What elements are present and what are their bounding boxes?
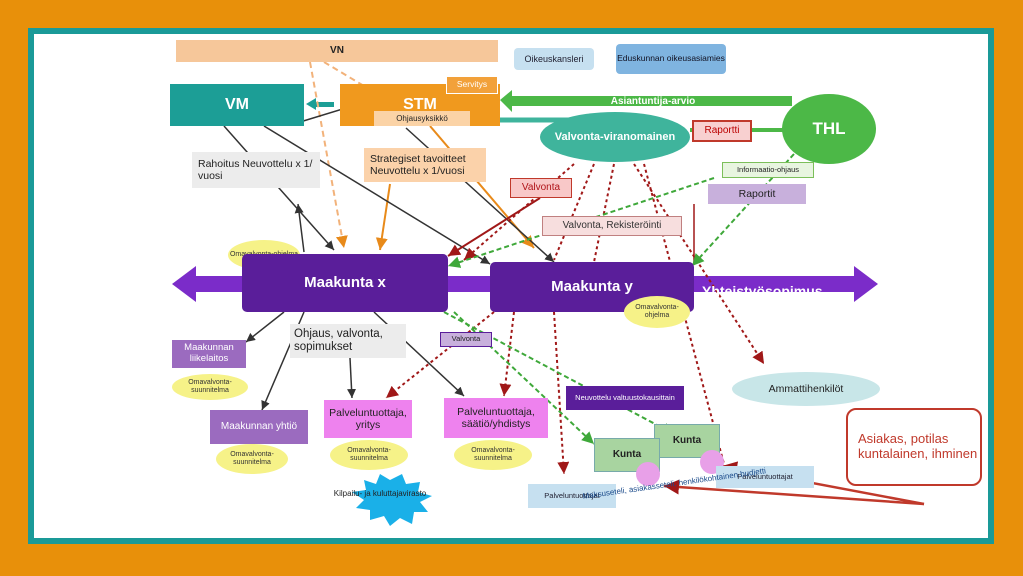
eduskunnan-oikeusasiamies-box: Eduskunnan oikeusasiamies — [616, 44, 726, 74]
maakunnan-liikelaitos-box: Maakunnan liikelaitos — [172, 340, 246, 368]
kunta-box-back: Kunta — [654, 424, 720, 458]
maakunnan-yhtio-box: Maakunnan yhtiö — [210, 410, 308, 444]
kunta-box-front: Kunta — [594, 438, 660, 472]
palveluntuottaja-yritys-box: Palveluntuottaja, yritys — [324, 400, 412, 438]
smiley-icon — [636, 462, 660, 486]
omavalvonta-suunnitelma-saatio: Omavalvonta-suunnitelma — [454, 440, 532, 470]
ammattihenkilot-box: Ammattihenkilöt — [732, 372, 880, 406]
palveluntuottaja-saatio-box: Palveluntuottaja, säätiö/yhdistys — [444, 398, 548, 438]
asiantuntija-label: Asiantuntija-arvio — [610, 96, 696, 108]
palveluntuottajat-box-left: Palveluntuottajat — [528, 484, 616, 508]
strategiset-tavoitteet-box: Strategiset tavoitteet Neuvottelu x 1/vu… — [364, 148, 486, 182]
kilpailu-kuluttajavirasto-label: Kilpailu- ja kuluttajavirasto — [333, 489, 427, 499]
palveluntuottajat-box-right: Palveluntuottajat — [716, 466, 814, 488]
informaatio-ohjaus-box: Informaatio-ohjaus — [722, 162, 814, 178]
vm-stm-arrow — [306, 98, 334, 110]
vn-box: VN — [176, 40, 498, 62]
servitys-box: Servitys — [446, 76, 498, 94]
valvonta-box: Valvonta — [510, 178, 572, 198]
maakunta-x-box: Maakunta x — [242, 254, 448, 312]
ohjausyksikko-box: Ohjausyksikkö — [374, 111, 470, 126]
vm-box: VM — [170, 84, 304, 126]
raportti-box: Raportti — [692, 120, 752, 142]
valvonta-rekisterointi-box: Valvonta, Rekisteröinti — [542, 216, 682, 236]
yhteistyosopimus-label: Yhteistyösopimus — [702, 282, 823, 299]
thl-box: THL — [782, 94, 876, 164]
oikeuskansleri-box: Oikeuskansleri — [514, 48, 594, 70]
rahoitus-box: Rahoitus Neuvottelu x 1/ vuosi — [192, 152, 320, 188]
diagram-canvas: VN Oikeuskansleri Eduskunnan oikeusasiam… — [34, 34, 988, 538]
asiantuntija-arrow — [500, 90, 792, 112]
kilpailu-starburst — [352, 474, 432, 526]
raportit-box: Raportit — [708, 184, 806, 204]
valvonta-small-box: Valvonta — [440, 332, 492, 347]
valvontaviranomainen-box: Valvonta-viranomainen — [540, 112, 690, 162]
omavalvonta-suunnitelma-yritys: Omavalvonta-suunnitelma — [330, 440, 408, 470]
omavalvonta-ohjelma-y: Omavalvonta-ohjelma — [624, 296, 690, 328]
asiakas-callout: Asiakas, potilas kuntalainen, ihminen — [846, 408, 982, 486]
omavalvonta-suunnitelma-liikelaitos: Omavalvonta-suunnitelma — [172, 374, 248, 400]
omavalvonta-suunnitelma-yhtio: Omavalvonta-suunnitelma — [216, 444, 288, 474]
neuvottelu-box: Neuvottelu valtuustokausittain — [566, 386, 684, 410]
ohjaus-valvonta-box: Ohjaus, valvonta, sopimukset — [290, 324, 406, 358]
frame-border: VN Oikeuskansleri Eduskunnan oikeusasiam… — [28, 28, 994, 544]
